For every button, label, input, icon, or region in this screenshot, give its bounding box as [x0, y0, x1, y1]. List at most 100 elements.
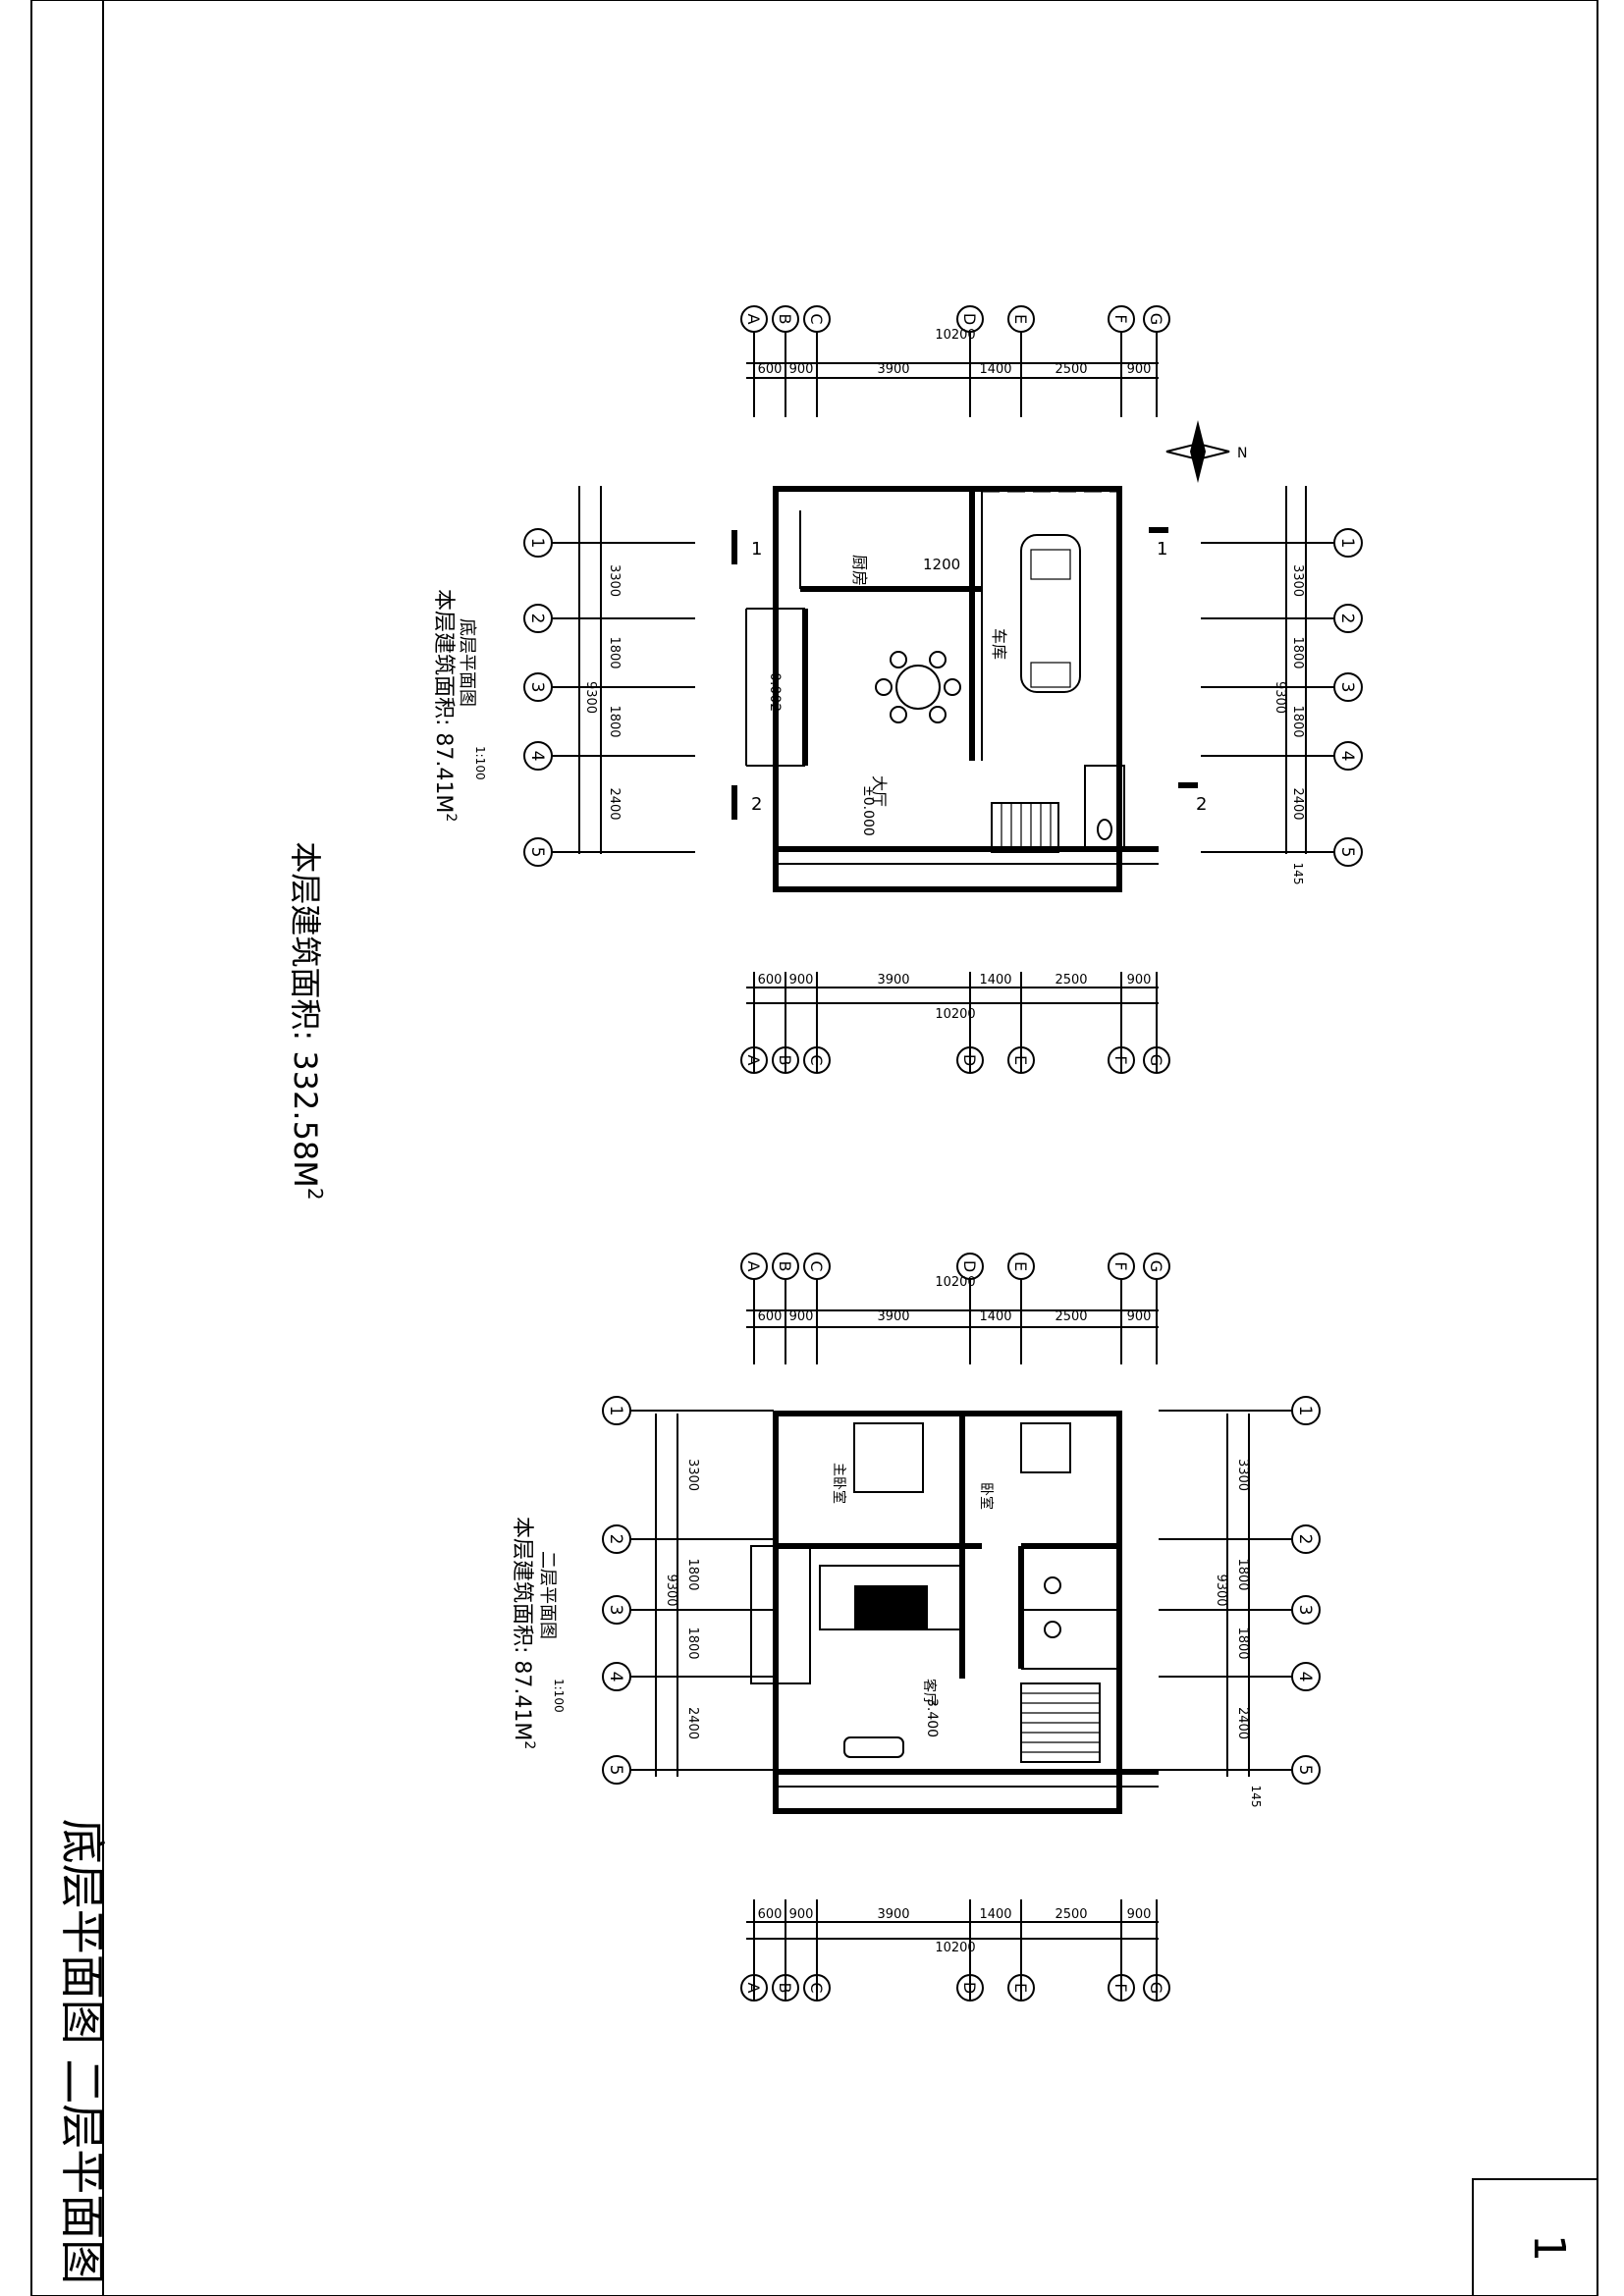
- row-label-5: 5: [1337, 847, 1357, 858]
- row-label-5: 5: [527, 847, 547, 858]
- grid-layer: ABCDEFG60090039001400250090010200ABCDEFG…: [523, 305, 1363, 2002]
- col-dim-total: 10200: [935, 328, 975, 343]
- grid-label-D: D: [960, 313, 979, 325]
- section-mark-2-right: 2: [1196, 794, 1207, 815]
- grid-label-D: D: [960, 1260, 979, 1272]
- row-label-3: 3: [527, 682, 547, 693]
- row-dim-0: 3300: [607, 564, 622, 597]
- row-dim-2: 1800: [1290, 705, 1305, 737]
- grid-label-F: F: [1111, 314, 1130, 323]
- col-dim-4: 2500: [1055, 1309, 1087, 1324]
- grid-label-C: C: [807, 1260, 826, 1271]
- room-living: 大厅: [870, 775, 889, 807]
- grid-label-G: G: [1147, 313, 1165, 325]
- plan2-area: 本层建筑面积: 87.41M2: [510, 1517, 537, 1749]
- row-dim-0: 3300: [685, 1459, 700, 1491]
- col-dim-4: 2500: [1055, 973, 1087, 988]
- row-label-5: 5: [606, 1765, 625, 1776]
- row-dim-0: 3300: [1290, 564, 1305, 597]
- plan2-scale: 1:100: [552, 1679, 566, 1713]
- col-dim-2: 3900: [877, 973, 909, 988]
- toilet-icon: [1097, 819, 1112, 840]
- toilet-room: [1084, 765, 1125, 850]
- plan2-title: 二层平面图: [537, 1551, 558, 1639]
- col-dim-5: 900: [1127, 362, 1152, 377]
- row-label-4: 4: [1295, 1672, 1315, 1682]
- row-label-2: 2: [1295, 1534, 1315, 1545]
- row-offset: 145: [1291, 863, 1305, 885]
- col-dim-5: 900: [1127, 1309, 1152, 1324]
- col-dim-4: 2500: [1055, 362, 1087, 377]
- col-dim-4: 2500: [1055, 1907, 1087, 1922]
- row-label-2: 2: [527, 614, 547, 624]
- col-dim-total: 10200: [935, 1007, 975, 1022]
- row-label-1: 1: [1295, 1406, 1315, 1416]
- north-label: N: [1237, 446, 1247, 461]
- col-dim-3: 1400: [979, 362, 1011, 377]
- sheet-border: [30, 0, 1598, 2296]
- toilet-icon: [1044, 1621, 1061, 1638]
- grid-label-C: C: [807, 313, 826, 324]
- col-dim-5: 900: [1127, 1907, 1152, 1922]
- sheet-number-box: [1472, 2178, 1598, 2296]
- plan1-area: 本层建筑面积: 87.41M2: [431, 589, 459, 822]
- row-dim-1: 1800: [1290, 636, 1305, 668]
- second-floor-plan: 主卧室 卧室 客厅 3.400 二层平面图 1:100 本层建筑面积: 87.4…: [510, 1309, 1250, 1940]
- grid-label-B: B: [776, 1261, 794, 1272]
- stair-icon: [1020, 1682, 1101, 1763]
- row-label-4: 4: [606, 1672, 625, 1682]
- dim-1200: 1200: [923, 556, 960, 573]
- col-dim-1: 900: [789, 973, 814, 988]
- sheet-number: 1: [1524, 2234, 1574, 2262]
- col-dim-1: 900: [789, 362, 814, 377]
- bed-icon: [853, 1422, 924, 1493]
- grid-label-G: G: [1147, 1260, 1165, 1272]
- total-area-label: 本层建筑面积: 332.58M2: [287, 841, 327, 1200]
- row-dim-total: 9300: [1272, 681, 1287, 714]
- row-dim-1: 1800: [607, 636, 622, 668]
- plan1-scale: 1:100: [473, 746, 487, 780]
- row-label-2: 2: [606, 1534, 625, 1545]
- row-dim-3: 2400: [1235, 1707, 1250, 1739]
- col-dim-total: 10200: [935, 1941, 975, 1955]
- col-dim-3: 1400: [979, 973, 1011, 988]
- room-living: 客厅: [921, 1679, 938, 1706]
- col-dim-2: 3900: [877, 1309, 909, 1324]
- row-dim-0: 3300: [1235, 1459, 1250, 1491]
- dining-table-icon: [895, 665, 941, 710]
- row-offset: 145: [1249, 1786, 1263, 1808]
- grid-label-B: B: [776, 314, 794, 325]
- level-living: 3.400: [924, 1698, 940, 1737]
- row-label-2: 2: [1337, 614, 1357, 624]
- grid-label-F: F: [1111, 1261, 1130, 1270]
- row-label-1: 1: [527, 538, 547, 549]
- row-label-3: 3: [1337, 682, 1357, 693]
- row-dim-total: 9300: [1214, 1574, 1228, 1606]
- row-label-3: 3: [1295, 1605, 1315, 1616]
- row-dim-2: 1800: [685, 1627, 700, 1659]
- row-dim-total: 9300: [664, 1574, 678, 1606]
- grid-label-E: E: [1011, 314, 1030, 324]
- row-dim-3: 2400: [1290, 787, 1305, 820]
- section-mark-1-right: 1: [1157, 539, 1167, 560]
- north-arrow-icon: N: [1165, 420, 1247, 483]
- row-dim-3: 2400: [685, 1707, 700, 1739]
- col-dim-3: 1400: [979, 1907, 1011, 1922]
- col-dim-5: 900: [1127, 973, 1152, 988]
- row-dim-2: 1800: [607, 705, 622, 737]
- col-dim-3: 1400: [979, 1309, 1011, 1324]
- sheet-title: 底层平面图 二层平面图: [56, 1819, 109, 2285]
- ground-floor-plan: 1 1 2 2 厨房 车库 大厅 ±0.000 -0.002 1200 底层平面…: [431, 362, 1307, 1004]
- grid-label-A: A: [744, 1261, 763, 1272]
- row-label-1: 1: [1337, 538, 1357, 549]
- section-mark-1-left: 1: [751, 539, 762, 560]
- row-dim-1: 1800: [1235, 1558, 1250, 1590]
- level-living: ±0.000: [860, 785, 876, 836]
- col-dim-total: 10200: [935, 1275, 975, 1290]
- col-dim-0: 600: [758, 1907, 783, 1922]
- row-label-4: 4: [527, 751, 547, 762]
- row-label-1: 1: [606, 1406, 625, 1416]
- car-icon: [1020, 534, 1081, 693]
- row-dim-2: 1800: [1235, 1627, 1250, 1659]
